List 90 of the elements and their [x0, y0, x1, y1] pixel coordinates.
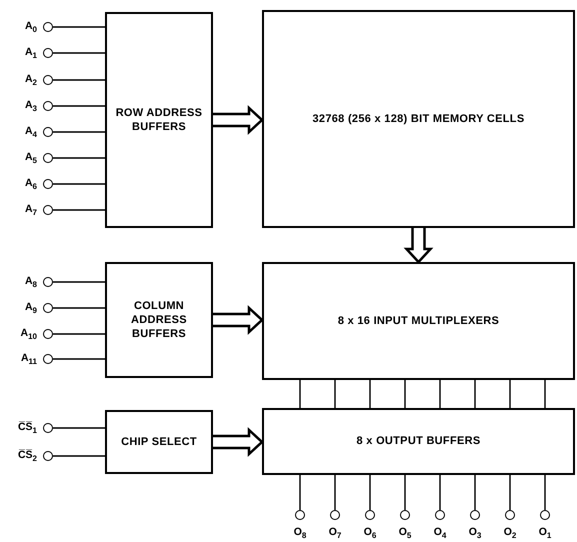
pin-label: O$_{1}$: [538, 527, 552, 538]
pin-circle: [470, 510, 480, 520]
pin-label: O$_{7}$: [328, 527, 342, 538]
pin-label: A$_{10}$: [20, 328, 37, 338]
signal-line: [53, 79, 105, 81]
pin-label: O$_{2}$: [504, 527, 516, 538]
signal-line: [53, 333, 105, 335]
signal-line: [509, 475, 511, 510]
block-label: 8 x 16 INPUT MULTIPLEXERS: [338, 314, 500, 328]
signal-line: [369, 380, 371, 408]
pin-label: A$_{5}$: [24, 152, 37, 162]
pin-label: A$_{7}$: [24, 204, 37, 214]
block-label: ROW ADDRESS BUFFERS: [114, 106, 204, 134]
signal-line: [474, 380, 476, 408]
function-block: [105, 410, 213, 474]
bus-arrow: [212, 427, 264, 457]
pin-label: O$_{4}$: [434, 527, 446, 538]
function-block: [262, 408, 575, 475]
pin-circle: [330, 510, 340, 520]
function-block: [262, 10, 575, 228]
pin-circle: [43, 48, 53, 58]
pin-circle: [43, 153, 53, 163]
pin-circle: [43, 75, 53, 85]
signal-line: [439, 380, 441, 408]
pin-label: O$_{5}$: [398, 527, 412, 538]
block-label: COLUMN ADDRESS BUFFERS: [130, 298, 188, 342]
signal-line: [53, 131, 105, 133]
pin-circle: [43, 22, 53, 32]
signal-line: [53, 52, 105, 54]
pin-circle: [43, 354, 53, 364]
signal-line: [53, 183, 105, 185]
bus-arrow: [212, 305, 264, 335]
signal-line: [53, 455, 105, 457]
signal-line: [334, 380, 336, 408]
function-block: [105, 262, 213, 378]
signal-line: [544, 475, 546, 510]
pin-label: O$_{3}$: [468, 527, 482, 538]
pin-circle: [43, 423, 53, 433]
pin-label: C̅S̅$_{1}$: [18, 422, 37, 432]
pin-label: A$_{8}$: [24, 276, 37, 286]
pin-circle: [540, 510, 550, 520]
pin-circle: [435, 510, 445, 520]
pin-label: A$_{9}$: [24, 302, 37, 312]
bus-arrow: [212, 105, 264, 135]
pin-label: O$_{6}$: [364, 527, 376, 538]
pin-label: A$_{0}$: [24, 21, 37, 32]
signal-line: [439, 475, 441, 510]
signal-line: [53, 307, 105, 309]
signal-line: [53, 26, 105, 28]
block-label: 32768 (256 x 128) BIT MEMORY CELLS: [312, 112, 524, 126]
pin-circle: [43, 303, 53, 313]
pin-label: A$_{4}$: [24, 126, 37, 136]
pin-circle: [43, 277, 53, 287]
pin-label: A$_{1}$: [24, 47, 37, 58]
signal-line: [369, 475, 371, 510]
signal-line: [299, 380, 301, 408]
pin-circle: [43, 205, 53, 215]
function-block: [105, 12, 213, 228]
block-label: 8 x OUTPUT BUFFERS: [356, 434, 480, 449]
pin-label: A$_{11}$: [20, 353, 37, 364]
signal-line: [404, 380, 406, 408]
block-label: CHIP SELECT: [121, 434, 197, 450]
pin-circle: [505, 510, 515, 520]
signal-line: [334, 475, 336, 510]
pin-label: A$_{6}$: [24, 178, 37, 188]
pin-circle: [43, 329, 53, 339]
pin-circle: [43, 179, 53, 189]
pin-circle: [43, 101, 53, 111]
pin-circle: [43, 127, 53, 137]
pin-label: A$_{2}$: [24, 74, 37, 84]
signal-line: [544, 380, 546, 408]
pin-circle: [400, 510, 410, 520]
signal-line: [404, 475, 406, 510]
signal-line: [53, 358, 105, 360]
pin-label: A$_{3}$: [24, 100, 37, 110]
pin-circle: [43, 451, 53, 461]
signal-line: [509, 380, 511, 408]
signal-line: [53, 281, 105, 283]
pin-label: C̅S̅$_{2}$: [18, 450, 37, 460]
signal-line: [53, 105, 105, 107]
pin-circle: [295, 510, 305, 520]
signal-line: [53, 157, 105, 159]
pin-label: O$_{8}$: [294, 527, 306, 538]
function-block: [262, 262, 575, 380]
bus-arrow: [404, 226, 434, 264]
signal-line: [53, 209, 105, 211]
signal-line: [299, 475, 301, 510]
signal-line: [53, 427, 105, 429]
signal-line: [474, 475, 476, 510]
pin-circle: [365, 510, 375, 520]
